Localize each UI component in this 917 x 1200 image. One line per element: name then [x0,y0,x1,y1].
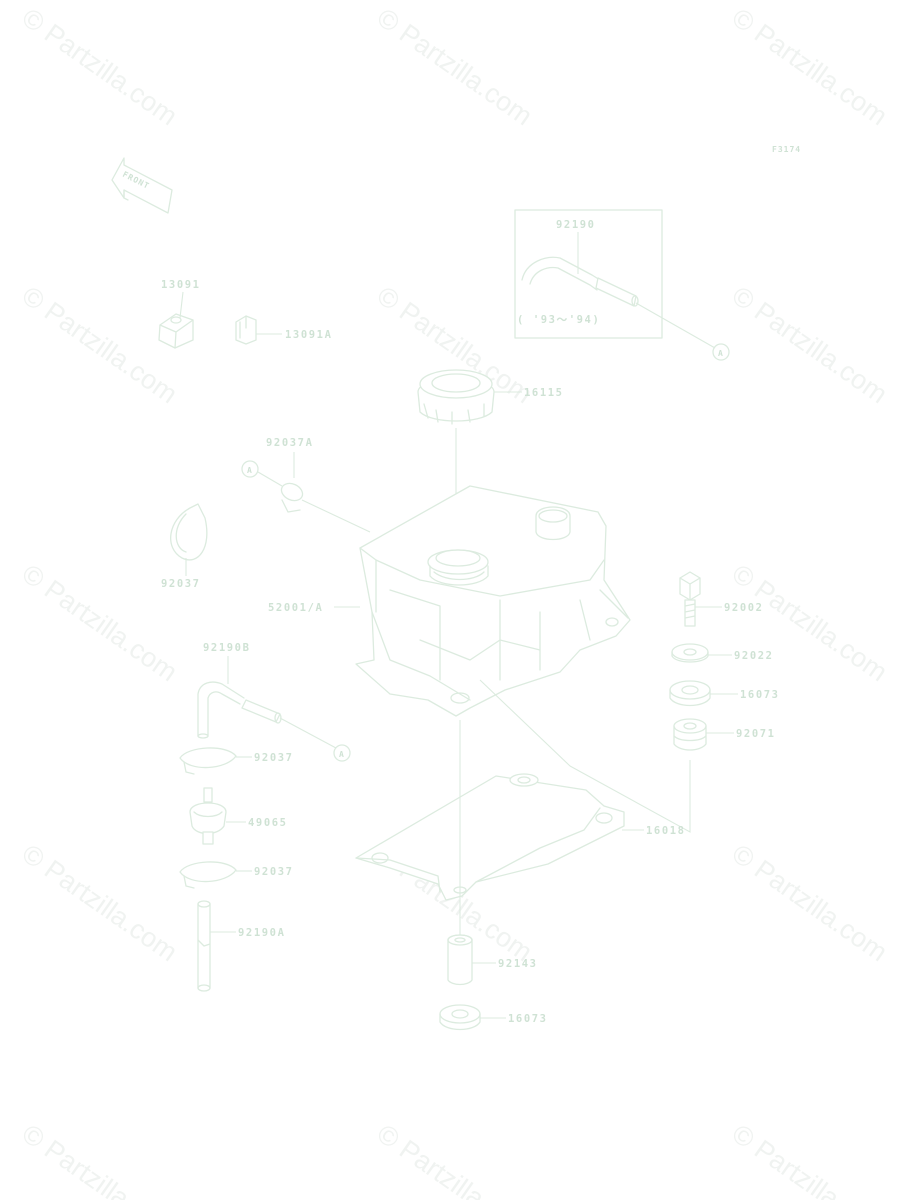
part-label-92190A: 92190A [238,927,286,939]
watermark: © Partzilla.com [17,2,183,131]
part-label-16018: 16018 [646,825,686,837]
part-label-92190: 92190 [556,219,596,231]
watermark: © Partzilla.com [17,1118,183,1200]
callout-circle-a [712,343,730,361]
hose-92190A-icon [197,900,211,992]
clamp-92037-b-icon [179,861,237,889]
part-label-16073-bottom: 16073 [508,1013,548,1025]
part-label-13091A: 13091A [285,329,333,341]
bracket-16018-icon [355,773,625,901]
figure-code: F3174 [772,145,801,154]
part-label-92037A: 92037A [266,437,314,449]
bolt-92002-icon [679,571,701,627]
clamp-92037A-icon [280,482,304,513]
watermark: © Partzilla.com [372,2,538,131]
watermark: © Partzilla.com [727,280,893,409]
clamp-92037-a-icon [179,747,237,775]
part-label-92002: 92002 [724,602,764,614]
collar-92143-icon [447,934,473,986]
part-label-92037-a: 92037 [254,752,294,764]
fuel-cap-16115-icon [417,369,495,425]
clip-13091A-icon [235,315,257,345]
callout-circle-a [241,460,259,478]
damper-16073-bottom-icon [439,1004,481,1031]
part-label-92190-note: ( '93～'94) [517,314,600,326]
watermark: © Partzilla.com [727,2,893,131]
front-arrow-icon: FRONT [111,157,173,214]
part-label-16115: 16115 [524,387,564,399]
damper-16073-icon [669,680,711,707]
watermark: © Partzilla.com [17,838,183,967]
clamp-92037-icon [170,503,208,561]
part-label-92037-b: 92037 [254,866,294,878]
fuel-tank-52001A-icon [355,485,631,717]
watermark: © Partzilla.com [372,1118,538,1200]
part-label-49065: 49065 [248,817,288,829]
watermark: © Partzilla.com [727,558,893,687]
fuel-cock-49065-icon [189,787,227,845]
callout-letter-a: A [718,349,724,358]
hose-92190-icon [521,256,639,307]
part-label-92190B: 92190B [203,642,251,654]
watermark: © Partzilla.com [727,1118,893,1200]
part-label-52001A: 52001/A [268,602,323,614]
callout-circle-a [333,744,351,762]
hose-92190B-icon [197,681,282,739]
watermark: © Partzilla.com [17,280,183,409]
part-label-92037-left: 92037 [161,578,201,590]
callout-letter-a: A [339,750,345,759]
part-label-92071: 92071 [736,728,776,740]
washer-92022-icon [671,643,709,663]
part-label-13091: 13091 [161,279,201,291]
variant-box [514,209,663,339]
grommet-13091-icon [158,313,194,349]
callout-letter-a: A [247,466,253,475]
watermark: © Partzilla.com [17,558,183,687]
part-label-16073-right: 16073 [740,689,780,701]
damper-92071-icon [673,718,707,751]
part-label-92143: 92143 [498,958,538,970]
watermark: © Partzilla.com [727,838,893,967]
part-label-92022: 92022 [734,650,774,662]
